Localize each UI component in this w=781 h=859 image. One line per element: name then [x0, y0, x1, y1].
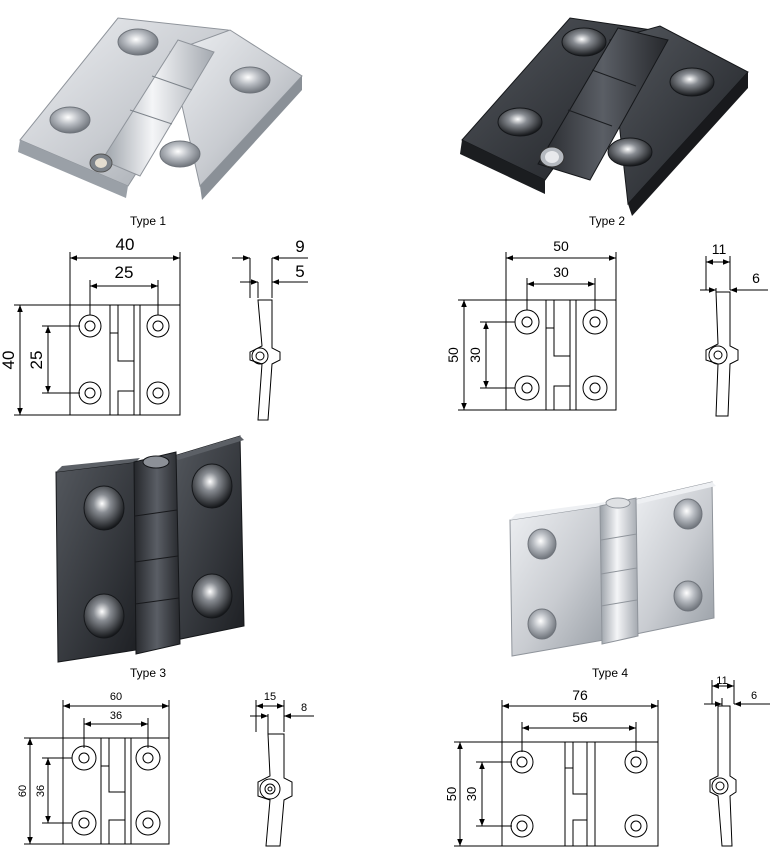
type3-front-drawing	[24, 700, 170, 845]
type4-hole-spacing-v-label: 30	[464, 787, 479, 801]
type2-thickness-label: 11	[712, 241, 727, 257]
type4-caption: Type 4	[592, 666, 628, 680]
type2-hole-spacing-h-label: 30	[553, 264, 569, 280]
type1-thickness-label: 9	[295, 237, 304, 256]
type3-caption: Type 3	[130, 666, 166, 680]
type1-hole-spacing-h-label: 25	[115, 263, 134, 282]
type2-front-drawing	[458, 252, 617, 411]
type1-front-drawing	[14, 252, 181, 416]
type4-thickness-label: 11	[716, 675, 727, 687]
type1-leaf-label: 5	[295, 262, 304, 281]
type4-height-label: 50	[444, 787, 459, 801]
type4-leaf-label: 6	[751, 690, 757, 702]
type3-leaf-label: 8	[301, 702, 307, 714]
type1-hinge-photo	[18, 17, 303, 200]
type4-hinge-photo	[509, 481, 716, 657]
type2-caption: Type 2	[589, 214, 625, 228]
type3-side-drawing	[250, 700, 314, 847]
type3-hole-spacing-h-label: 36	[110, 710, 122, 722]
type2-leaf-label: 6	[752, 270, 760, 286]
type3-hinge-photo	[55, 435, 245, 663]
type1-height-label: 40	[0, 351, 18, 370]
type4-hole-spacing-h-label: 56	[572, 709, 588, 725]
type3-height-label: 60	[17, 785, 29, 797]
type1-caption: Type 1	[130, 214, 166, 228]
type2-width-label: 50	[553, 238, 569, 254]
type3-thickness-label: 15	[264, 691, 276, 703]
type1-width-label: 40	[116, 235, 135, 254]
type4-front-drawing	[454, 700, 659, 847]
type4-width-label: 76	[572, 687, 588, 703]
type2-hole-spacing-v-label: 30	[467, 347, 483, 363]
type4-side-drawing	[704, 680, 770, 847]
type2-hinge-photo	[460, 17, 749, 216]
type2-side-drawing	[700, 256, 768, 417]
type3-hole-spacing-v-label: 36	[35, 785, 47, 797]
type1-hole-spacing-v-label: 25	[27, 351, 46, 370]
type1-side-drawing	[232, 255, 308, 421]
type2-height-label: 50	[445, 347, 461, 363]
type3-width-label: 60	[110, 691, 122, 703]
